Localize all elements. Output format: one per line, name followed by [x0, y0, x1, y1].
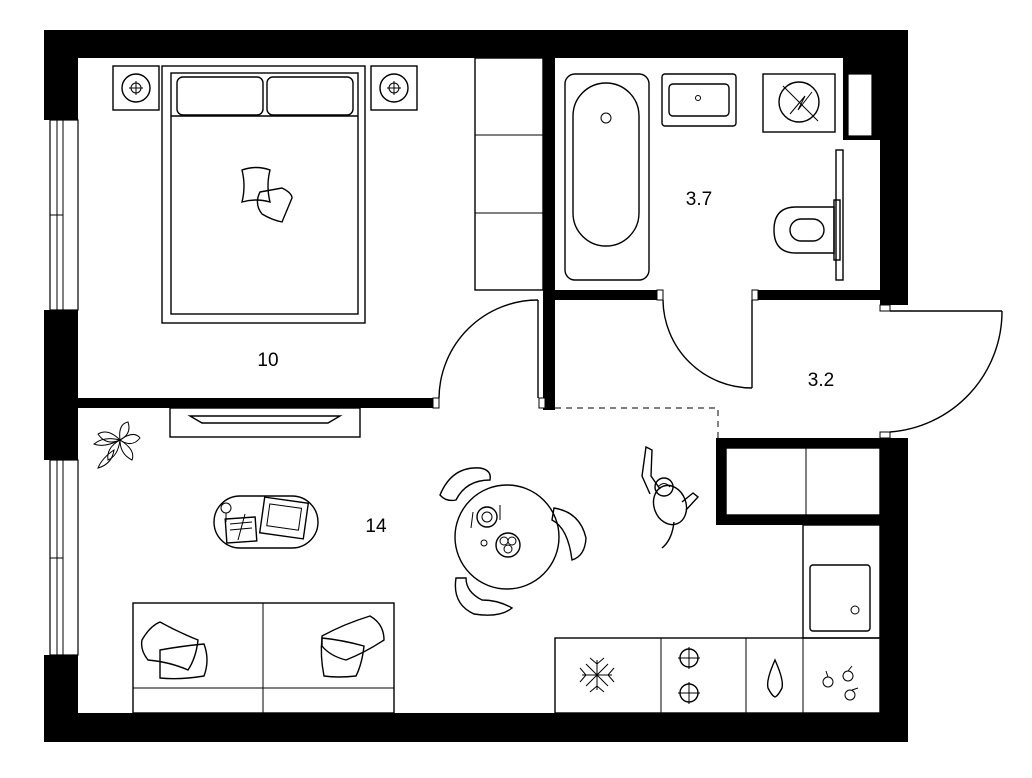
person-icon	[641, 445, 700, 549]
doors	[432, 289, 1003, 439]
bathroom-area-label: 3.7	[686, 189, 712, 210]
bedside-lamp-icon	[112, 65, 160, 111]
walls	[44, 30, 908, 742]
washing-machine-icon	[762, 73, 836, 133]
built-in-wardrobe	[725, 447, 881, 516]
hallway	[725, 447, 881, 516]
toilet-icon	[773, 149, 844, 281]
coffee-table-icon	[213, 495, 319, 549]
left-outer-wall	[44, 30, 78, 120]
living-window	[49, 459, 79, 656]
bedroom-area-label: 10	[257, 350, 278, 371]
bedroom	[112, 57, 544, 324]
plant-icon	[93, 421, 141, 469]
left-outer-wall	[44, 655, 78, 742]
entrance-door	[879, 304, 1003, 439]
wardrobe-wall	[716, 438, 880, 448]
oil-drop-icon	[766, 658, 784, 698]
bathroom-door	[656, 289, 759, 389]
right-outer-wall	[880, 30, 908, 305]
double-bed-icon	[161, 65, 366, 324]
dining-table-icon	[439, 467, 587, 616]
washbasin-icon	[661, 73, 737, 127]
bedroom-bath-wall	[543, 58, 555, 410]
bedside-lamp-icon	[370, 65, 418, 111]
right-outer-wall	[880, 438, 908, 742]
living-kitchen	[93, 407, 881, 714]
stove-icon	[678, 647, 700, 704]
wardrobe-wall	[716, 515, 880, 525]
bath-hall-wall	[555, 290, 658, 300]
bottom-outer-wall	[44, 713, 908, 742]
hallway-area-label: 3.2	[808, 370, 834, 391]
wardrobe	[474, 57, 544, 291]
living-area-label: 14	[365, 516, 387, 537]
bedroom-door	[432, 299, 546, 409]
bedroom-window	[49, 119, 79, 311]
fridge-icon	[579, 657, 615, 693]
shaft-void	[847, 73, 873, 137]
windows	[49, 119, 79, 656]
kitchen-sink-icon	[809, 564, 871, 632]
tv-icon	[169, 407, 361, 438]
bathtub-icon	[564, 73, 650, 281]
top-outer-wall	[44, 30, 908, 58]
bedroom-living-wall	[78, 398, 434, 408]
left-outer-wall	[44, 310, 78, 460]
kitchen-counter	[554, 524, 881, 714]
bathroom	[564, 73, 844, 281]
sofa-icon	[132, 602, 395, 714]
bath-hall-wall	[757, 290, 880, 300]
zone-boundary	[555, 407, 719, 438]
fruit-bowl-icon	[822, 665, 859, 701]
wardrobe-wall	[716, 438, 726, 525]
